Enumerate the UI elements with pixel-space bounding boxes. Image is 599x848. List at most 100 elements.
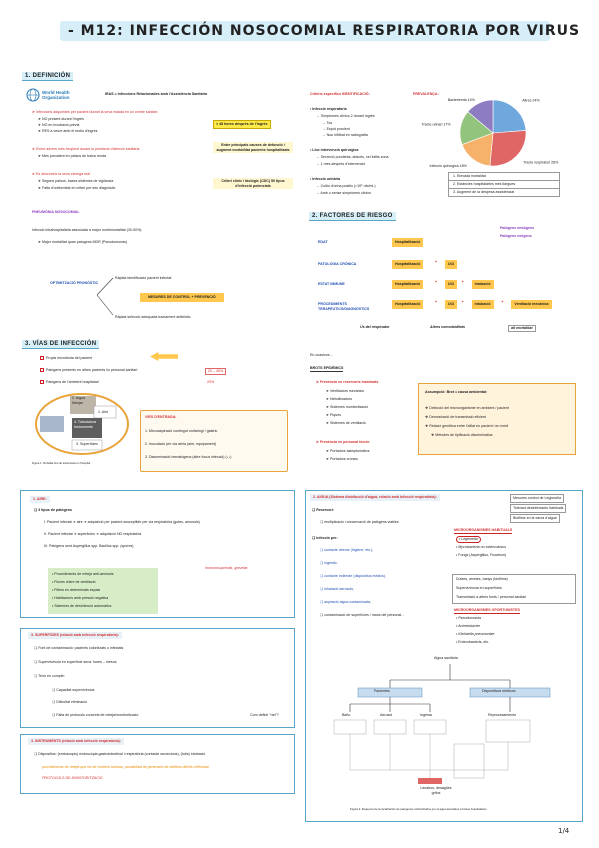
- entry-route-2: 2. Inoculació per via aèria (aire, equip…: [145, 442, 217, 446]
- entry-heading: VIES D'ENTRADA:: [145, 415, 177, 419]
- diagram-top: Aigua sanitària: [434, 656, 458, 660]
- footer-mortalitat: alt mortalitat: [508, 325, 536, 332]
- outbreaks-heading: BROTS EPIDÈMICS: [310, 366, 344, 372]
- instruments-1: ❑ Dispositius: (endoscopis) endoscòpia g…: [34, 752, 206, 756]
- air-measures-box: • Procediments de neteja anti-aerosols •…: [48, 568, 158, 614]
- vias-point-3: Patògens de l'ambient hospitalari: [40, 380, 99, 385]
- footer-respirador: Ús del respirador: [360, 325, 390, 329]
- instruments-heading: 4. INSTRUMENTS (relació amb infecció res…: [28, 738, 124, 745]
- def-line-5: ➤ Event advers més freqüent durant la pr…: [32, 147, 140, 151]
- callout-causes-text: Entre principals causes de defunció i au…: [216, 143, 290, 152]
- optimization-text: OPTIMITZACIÓ PRONÒSTIC: [50, 281, 99, 285]
- reservoir-3: ➤ Sistemes monitorització: [326, 405, 368, 409]
- entry-route-1: 1. Microaspiració contingut orofaringi /…: [145, 429, 218, 433]
- infection-6: ❑ contaminació de superfícies / mans del…: [320, 613, 405, 617]
- water-caption: Figura 2. Esquema de la localización de …: [350, 807, 488, 811]
- rapid-selection: Ràpida selecció adequada tractament anti…: [115, 315, 191, 319]
- surface-5: ❑ Dificultat eliminació: [52, 700, 87, 704]
- def-line-8: ➤ Segons països, bases sistemes de vigil…: [38, 179, 114, 183]
- prevalence-pie-chart: Altres 24% Tracte respiratori 28% Infecció…: [421, 98, 559, 168]
- risk-cell: UCI: [445, 280, 458, 289]
- surface-3: ❑ Tenir en compte:: [34, 674, 65, 678]
- assumption-box: Assumpció: Brot = causa ambiental: ❖ Det…: [418, 383, 576, 455]
- plus-sign: +: [461, 280, 464, 284]
- def-line-1: ➤ Infeccions adquirides per pacient dura…: [32, 110, 158, 114]
- pneumonia-line-2: ➤ Major mortalitat quan patogens MDR (Ps…: [38, 240, 128, 244]
- staff-2: ➤ Portadors crònics: [326, 457, 358, 461]
- vias-heading: 3. VÍAS DE INFECCIÓN: [22, 340, 100, 349]
- ring-label-surfaces: 3. Superfícies: [76, 442, 98, 446]
- ring-label-water: 2. Aigua Menjar: [72, 396, 85, 405]
- habitual-heading: MICROORGANISMES HABITUALS: [454, 528, 513, 534]
- water-flow-diagram: [333, 664, 551, 784]
- def-line-7: ➤ Es desconeix la seva càrrega real: [32, 172, 90, 176]
- pie-label: Infecció quirúrgica 18%: [430, 164, 468, 168]
- pie-label: Altres 24%: [522, 98, 540, 102]
- surface-2: ❑ Supervivència en superfície seca: hore…: [34, 660, 117, 664]
- infection-2: ❑ ingestió,: [320, 561, 338, 565]
- plus-sign: +: [435, 260, 438, 264]
- ring-diagram: [35, 393, 129, 455]
- infection-3: ❑ contacte indirecte (dispositius mèdics…: [320, 574, 386, 578]
- entry-route-3: 3. Disseminació hematògena (altre focus …: [145, 455, 232, 459]
- figure-caption: Figura 1. Probable font de transmissió e…: [32, 462, 91, 465]
- opportunist-4: • Enterobacteris, etc.: [456, 640, 490, 644]
- risk-row-label: ESTAT IMMUNE: [318, 282, 345, 286]
- vias-pct-1: 20 – 40%: [205, 368, 227, 375]
- globe-icon: [26, 88, 40, 102]
- def-line-4: ➤ RES a veure amb el motiu d'ingrés: [38, 129, 98, 133]
- rapid-identification: Ràpida identificació pacient infectat: [115, 276, 172, 280]
- immuno-note: Immunosuprimits, gravetat: [205, 566, 248, 570]
- surfaces-heading: 3. SUPERFÍCIES (relació amb infecció res…: [28, 632, 122, 639]
- def-line-6: ➤ Més prevalent en països de baixa renda: [38, 154, 106, 158]
- iras-definition: IRAS = Infeccions Relacionades amb l'Ass…: [105, 92, 208, 96]
- assumption-heading: Assumpció: Brot = causa ambiental:: [425, 390, 488, 394]
- air-types: ❑ 3 tipus de patògens: [34, 508, 72, 512]
- habitual-1: • Legionella: [456, 536, 481, 543]
- definition-heading: 1. DEFINICIÓN: [22, 72, 74, 81]
- callout-criteria: Criteri clínic i biològic (CDC) 50 tipus…: [213, 178, 293, 190]
- instruments-2: procediments de neteja que ha de conteni…: [42, 765, 209, 769]
- def-line-9: ➤ Falta d'uniformitat en criteri per seu…: [38, 186, 116, 190]
- water-panel: [305, 490, 583, 822]
- pie-label: Tracte respiratori 28%: [523, 161, 559, 165]
- callout-causes: Entre principals causes de defunció i au…: [213, 142, 293, 154]
- instruments-3: PROTOCOLS DE MONITORITZACIÓ: [42, 776, 103, 780]
- risk-cell: Hospitalització: [392, 280, 424, 289]
- infection-4: ❑ inhalació aerosols,: [320, 587, 354, 591]
- risk-cell: UCI: [445, 260, 458, 269]
- air-measure-1: • Procediments de neteja anti-aerosols: [52, 572, 114, 576]
- prevalence-heading: PREVALENÇA:: [413, 92, 439, 96]
- reservoir-4: ➤ Piques: [326, 413, 341, 417]
- water-note-3: Biofilms en la xarxa d'aigua: [510, 514, 560, 523]
- surface-4: ❑ Capacitat supervivència: [52, 688, 95, 692]
- plus-sign: +: [461, 300, 464, 304]
- who-logo: World Health Organization: [26, 88, 86, 102]
- vias-point-2: Patògens presents en altres pacients i/o…: [40, 368, 137, 373]
- diagram-devices: Dispositivos médicos: [482, 689, 516, 693]
- pie-slice: [467, 99, 494, 134]
- surface-1: ❑ Font de contaminació: pacients colonit…: [34, 646, 124, 650]
- criteria-1d: → Nou infiltrat en radiografia: [322, 133, 368, 137]
- risk-heading: 2. FACTORES DE RIESGO: [309, 212, 396, 221]
- infection-5: ❑ aspiració aigua contaminada,: [320, 600, 371, 604]
- criteria-3a: → Cultiu d'orina positiu (>10⁵ ufc/mL): [316, 184, 376, 188]
- def-line-3: ➤ NO en incubació prèvia: [38, 123, 80, 127]
- bullet-icon: [40, 368, 44, 373]
- prevalence-list-3: 3. Augment de la despesa assistencial: [448, 188, 560, 197]
- risk-cell: Ventilació mecànica: [511, 300, 552, 309]
- risk-cell: Intubació: [471, 280, 494, 289]
- callout-48h: > 48 hores després de l'ingrés: [213, 120, 271, 129]
- air-type-1: I. Pacient infectat ➜ aire ➜ adquisició …: [44, 520, 200, 524]
- entry-routes-box: VIES D'ENTRADA: 1. Microaspiració contin…: [140, 410, 288, 472]
- reservoir-1: ➤ Ventiladors mecànics: [326, 389, 364, 393]
- ring-label-air: 1. Aire: [98, 410, 109, 414]
- vias-pct-2: 20%: [207, 380, 215, 384]
- habitual-2: • Mycobacteria no tuberculosos: [456, 545, 506, 549]
- habitual-3: • Fongs (Aspergillus, Fusarium): [456, 553, 507, 557]
- biofilm-1: Dutxes, aixetes, banys (biofilms): [456, 577, 508, 581]
- air-type-3: III. Patògens sent Aspergillus spp. Baci…: [44, 544, 134, 548]
- criteria-1: • Infecció respiratòria: [310, 107, 347, 111]
- opportunist-1: • Pseudomonas: [456, 616, 482, 620]
- infection-label: ❑ Infecció per:: [312, 536, 338, 540]
